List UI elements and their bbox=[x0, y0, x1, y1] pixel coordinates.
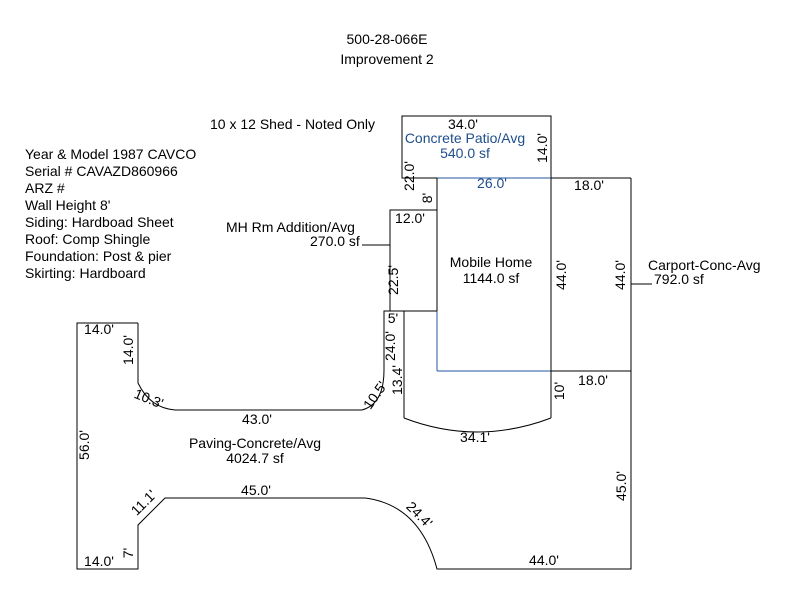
paving-upper-right-edge bbox=[383, 310, 404, 370]
dim-paving-vert-a: 24.0' bbox=[382, 331, 398, 361]
dim-paving-diag-left: 10.3' bbox=[132, 385, 166, 411]
dim-patio-left: 22.0' bbox=[401, 161, 417, 191]
carport-area: 792.0 sf bbox=[654, 271, 704, 287]
dim-addition-step: 5' bbox=[388, 310, 398, 326]
detail-wall-height: Wall Height 8' bbox=[25, 197, 110, 213]
detail-foundation: Foundation: Post & pier bbox=[25, 248, 172, 264]
dim-paving-left-outer: 56.0' bbox=[76, 430, 92, 460]
dim-paving-small: 7' bbox=[120, 548, 136, 558]
parcel-id: 500-28-066E bbox=[347, 31, 428, 47]
paving-name: Paving-Concrete/Avg bbox=[189, 435, 321, 451]
dim-carport-top: 18.0' bbox=[574, 177, 604, 193]
dim-patio-top: 34.0' bbox=[448, 116, 478, 132]
patio-name: Concrete Patio/Avg bbox=[405, 130, 525, 146]
paving-area: 4024.7 sf bbox=[226, 450, 284, 466]
detail-serial: Serial # CAVAZD860966 bbox=[25, 163, 178, 179]
paving-left-outer bbox=[76, 322, 139, 570]
addition-name: MH Rm Addition/Avg bbox=[226, 219, 355, 235]
dim-paving-lower-diag: 11.1' bbox=[128, 487, 160, 519]
dim-patio-right: 14.0' bbox=[534, 133, 550, 163]
dim-mh-bottom-small: 10' bbox=[551, 382, 567, 400]
detail-skirting: Skirting: Hardboard bbox=[25, 265, 146, 281]
shed-note: 10 x 12 Shed - Noted Only bbox=[210, 116, 375, 132]
dim-paving-left-inner: 14.0' bbox=[120, 335, 136, 365]
dim-arc-bottom: 34.1' bbox=[460, 429, 490, 445]
dim-patio-step: 8' bbox=[419, 193, 435, 203]
mobile-home-name: Mobile Home bbox=[450, 254, 533, 270]
addition-area: 270.0 sf bbox=[310, 233, 360, 249]
dim-paving-top-mid: 43.0' bbox=[242, 411, 272, 427]
patio-outline bbox=[401, 115, 552, 179]
dim-addition-side: 22.5' bbox=[385, 265, 401, 295]
dim-paving-top-left: 14.0' bbox=[84, 321, 114, 337]
detail-roof: Roof: Comp Shingle bbox=[25, 231, 151, 247]
dim-paving-bottom-left: 14.0' bbox=[84, 553, 114, 569]
patio-area: 540.0 sf bbox=[440, 145, 490, 161]
dim-carport-bottom: 18.0' bbox=[578, 372, 608, 388]
dim-carport-side: 44.0' bbox=[612, 260, 628, 290]
paving-top-inner-edge bbox=[137, 323, 385, 411]
dim-paving-lower-arc: 24.4' bbox=[403, 498, 435, 530]
dim-mh-side: 44.0' bbox=[553, 260, 569, 290]
arc-bottom-edge bbox=[403, 417, 552, 433]
improvement-label: Improvement 2 bbox=[340, 51, 434, 67]
dim-paving-right: 45.0' bbox=[613, 471, 629, 501]
detail-arz: ARZ # bbox=[25, 180, 65, 196]
dim-paving-vert-b: 13.4' bbox=[389, 365, 405, 395]
dim-paving-bottom-right: 44.0' bbox=[529, 552, 559, 568]
carport-name: Carport-Conc-Avg bbox=[648, 257, 761, 273]
detail-siding: Siding: Hardboad Sheet bbox=[25, 214, 174, 230]
dim-patio-inner: 26.0' bbox=[477, 175, 507, 191]
mobile-home-area: 1144.0 sf bbox=[463, 270, 520, 286]
dim-paving-lower-top: 45.0' bbox=[241, 482, 271, 498]
detail-year-model: Year & Model 1987 CAVCO bbox=[25, 146, 196, 162]
addition-outline bbox=[389, 209, 437, 312]
dim-paving-diag-right: 10.5' bbox=[360, 378, 390, 412]
dim-addition-top: 12.0' bbox=[395, 210, 425, 226]
paving-lower-inner-edge bbox=[137, 371, 632, 570]
